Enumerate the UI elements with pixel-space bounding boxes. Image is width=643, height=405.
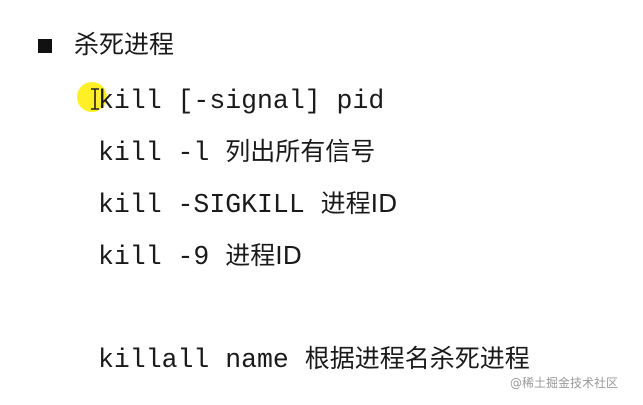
square-bullet-icon — [38, 39, 52, 53]
section-heading: 杀死进程 — [74, 30, 175, 59]
command-code: kill -9 — [98, 242, 226, 272]
command-code: kill -l — [98, 138, 226, 168]
command-code: kill [-signal] pid — [98, 86, 385, 116]
command-kill-9: kill -9 进程ID — [98, 240, 302, 273]
command-code: killall name — [98, 345, 305, 375]
command-code: kill -SIGKILL — [98, 190, 321, 220]
command-description: 进程ID — [225, 241, 302, 270]
command-kill-sigkill: kill -SIGKILL 进程ID — [98, 188, 397, 221]
command-kill-syntax: kill [-signal] pid — [98, 84, 384, 117]
command-description: 根据进程名杀死进程 — [304, 344, 530, 373]
heading-bullet — [38, 30, 52, 62]
text-cursor-icon — [91, 88, 99, 110]
command-description: 列出所有信号 — [225, 137, 376, 166]
command-killall: killall name 根据进程名杀死进程 — [98, 343, 530, 376]
cursor-highlight — [77, 82, 107, 112]
command-description: 进程ID — [320, 189, 398, 218]
command-kill-list: kill -l 列出所有信号 — [98, 136, 375, 169]
watermark: @稀土掘金技术社区 — [510, 376, 619, 390]
